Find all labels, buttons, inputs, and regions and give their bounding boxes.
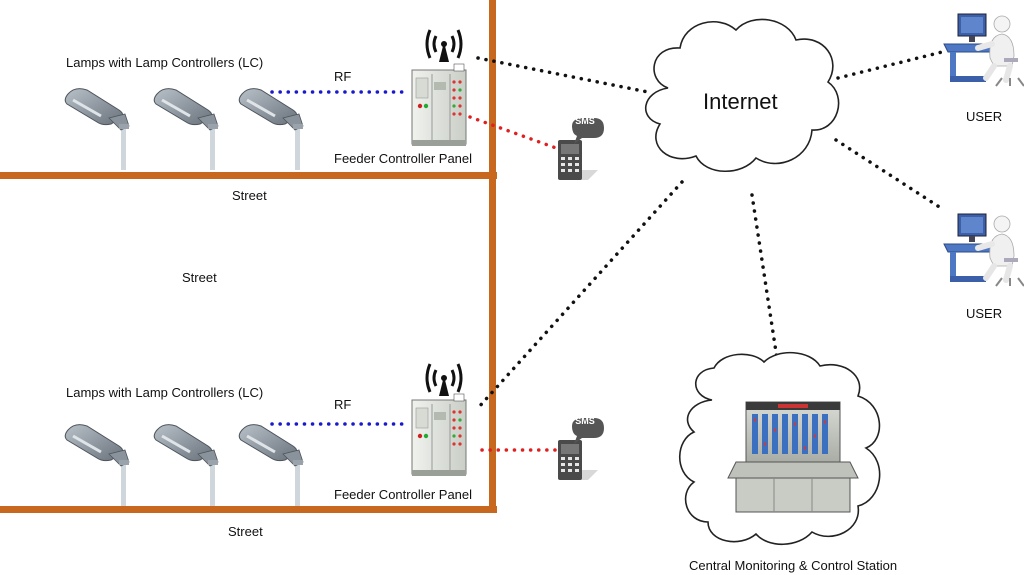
street-label-bottom: Street (228, 524, 263, 539)
panel-cabinet-icon (411, 393, 467, 477)
central-station-label: Central Monitoring & Control Station (689, 558, 898, 573)
road-bottom-horizontal (0, 506, 497, 513)
link-internet-user-bottom (834, 138, 946, 212)
link-panel-top-internet (476, 56, 650, 94)
lamps-top (63, 87, 305, 172)
rf-label-top: RF (334, 69, 352, 84)
user-workstation-icon (944, 14, 1024, 86)
street-lamp-icon (152, 423, 220, 508)
street-lamp-icon (152, 87, 220, 172)
street-roads (0, 0, 497, 513)
user-label-top: USER (966, 109, 1003, 124)
internet-label: Internet (703, 89, 778, 114)
street-lamp-icon (237, 423, 305, 508)
street-lamp-icon (63, 423, 131, 508)
street-label-top: Street (232, 188, 267, 203)
user-label-bottom: USER (966, 306, 1003, 321)
rf-links (270, 90, 407, 426)
sms-text-top: SMS (575, 116, 595, 126)
panel-label-bottom: Feeder Controller Panel (334, 487, 473, 502)
user-workstation-icon (944, 214, 1024, 286)
street-lamp-icon (237, 87, 305, 172)
road-top-horizontal (0, 172, 497, 179)
link-internet-user-top (836, 50, 944, 80)
rf-label-bottom: RF (334, 397, 352, 412)
sms-text-bottom: SMS (575, 416, 595, 426)
sms-phone-icon (558, 418, 604, 480)
link-internet-panel-bottom (476, 180, 684, 410)
panel-label-top: Feeder Controller Panel (334, 151, 473, 166)
lamps-bottom (63, 423, 305, 508)
cloud-icon (644, 18, 840, 173)
street-lamp-icon (63, 87, 131, 172)
sms-link-top (468, 115, 558, 150)
lamps-label-bottom: Lamps with Lamp Controllers (LC) (66, 385, 264, 400)
link-internet-station (750, 193, 780, 367)
panel-cabinet-icon (411, 63, 467, 147)
road-vertical (489, 0, 496, 513)
antenna-icon (425, 28, 463, 64)
control-console-icon (727, 401, 859, 513)
sms-links (468, 115, 558, 452)
sms-phone-icon (558, 118, 604, 180)
antenna-icon (425, 362, 463, 398)
lamps-label-top: Lamps with Lamp Controllers (LC) (66, 55, 264, 70)
internet-links (476, 50, 946, 410)
street-label-middle: Street (182, 270, 217, 285)
